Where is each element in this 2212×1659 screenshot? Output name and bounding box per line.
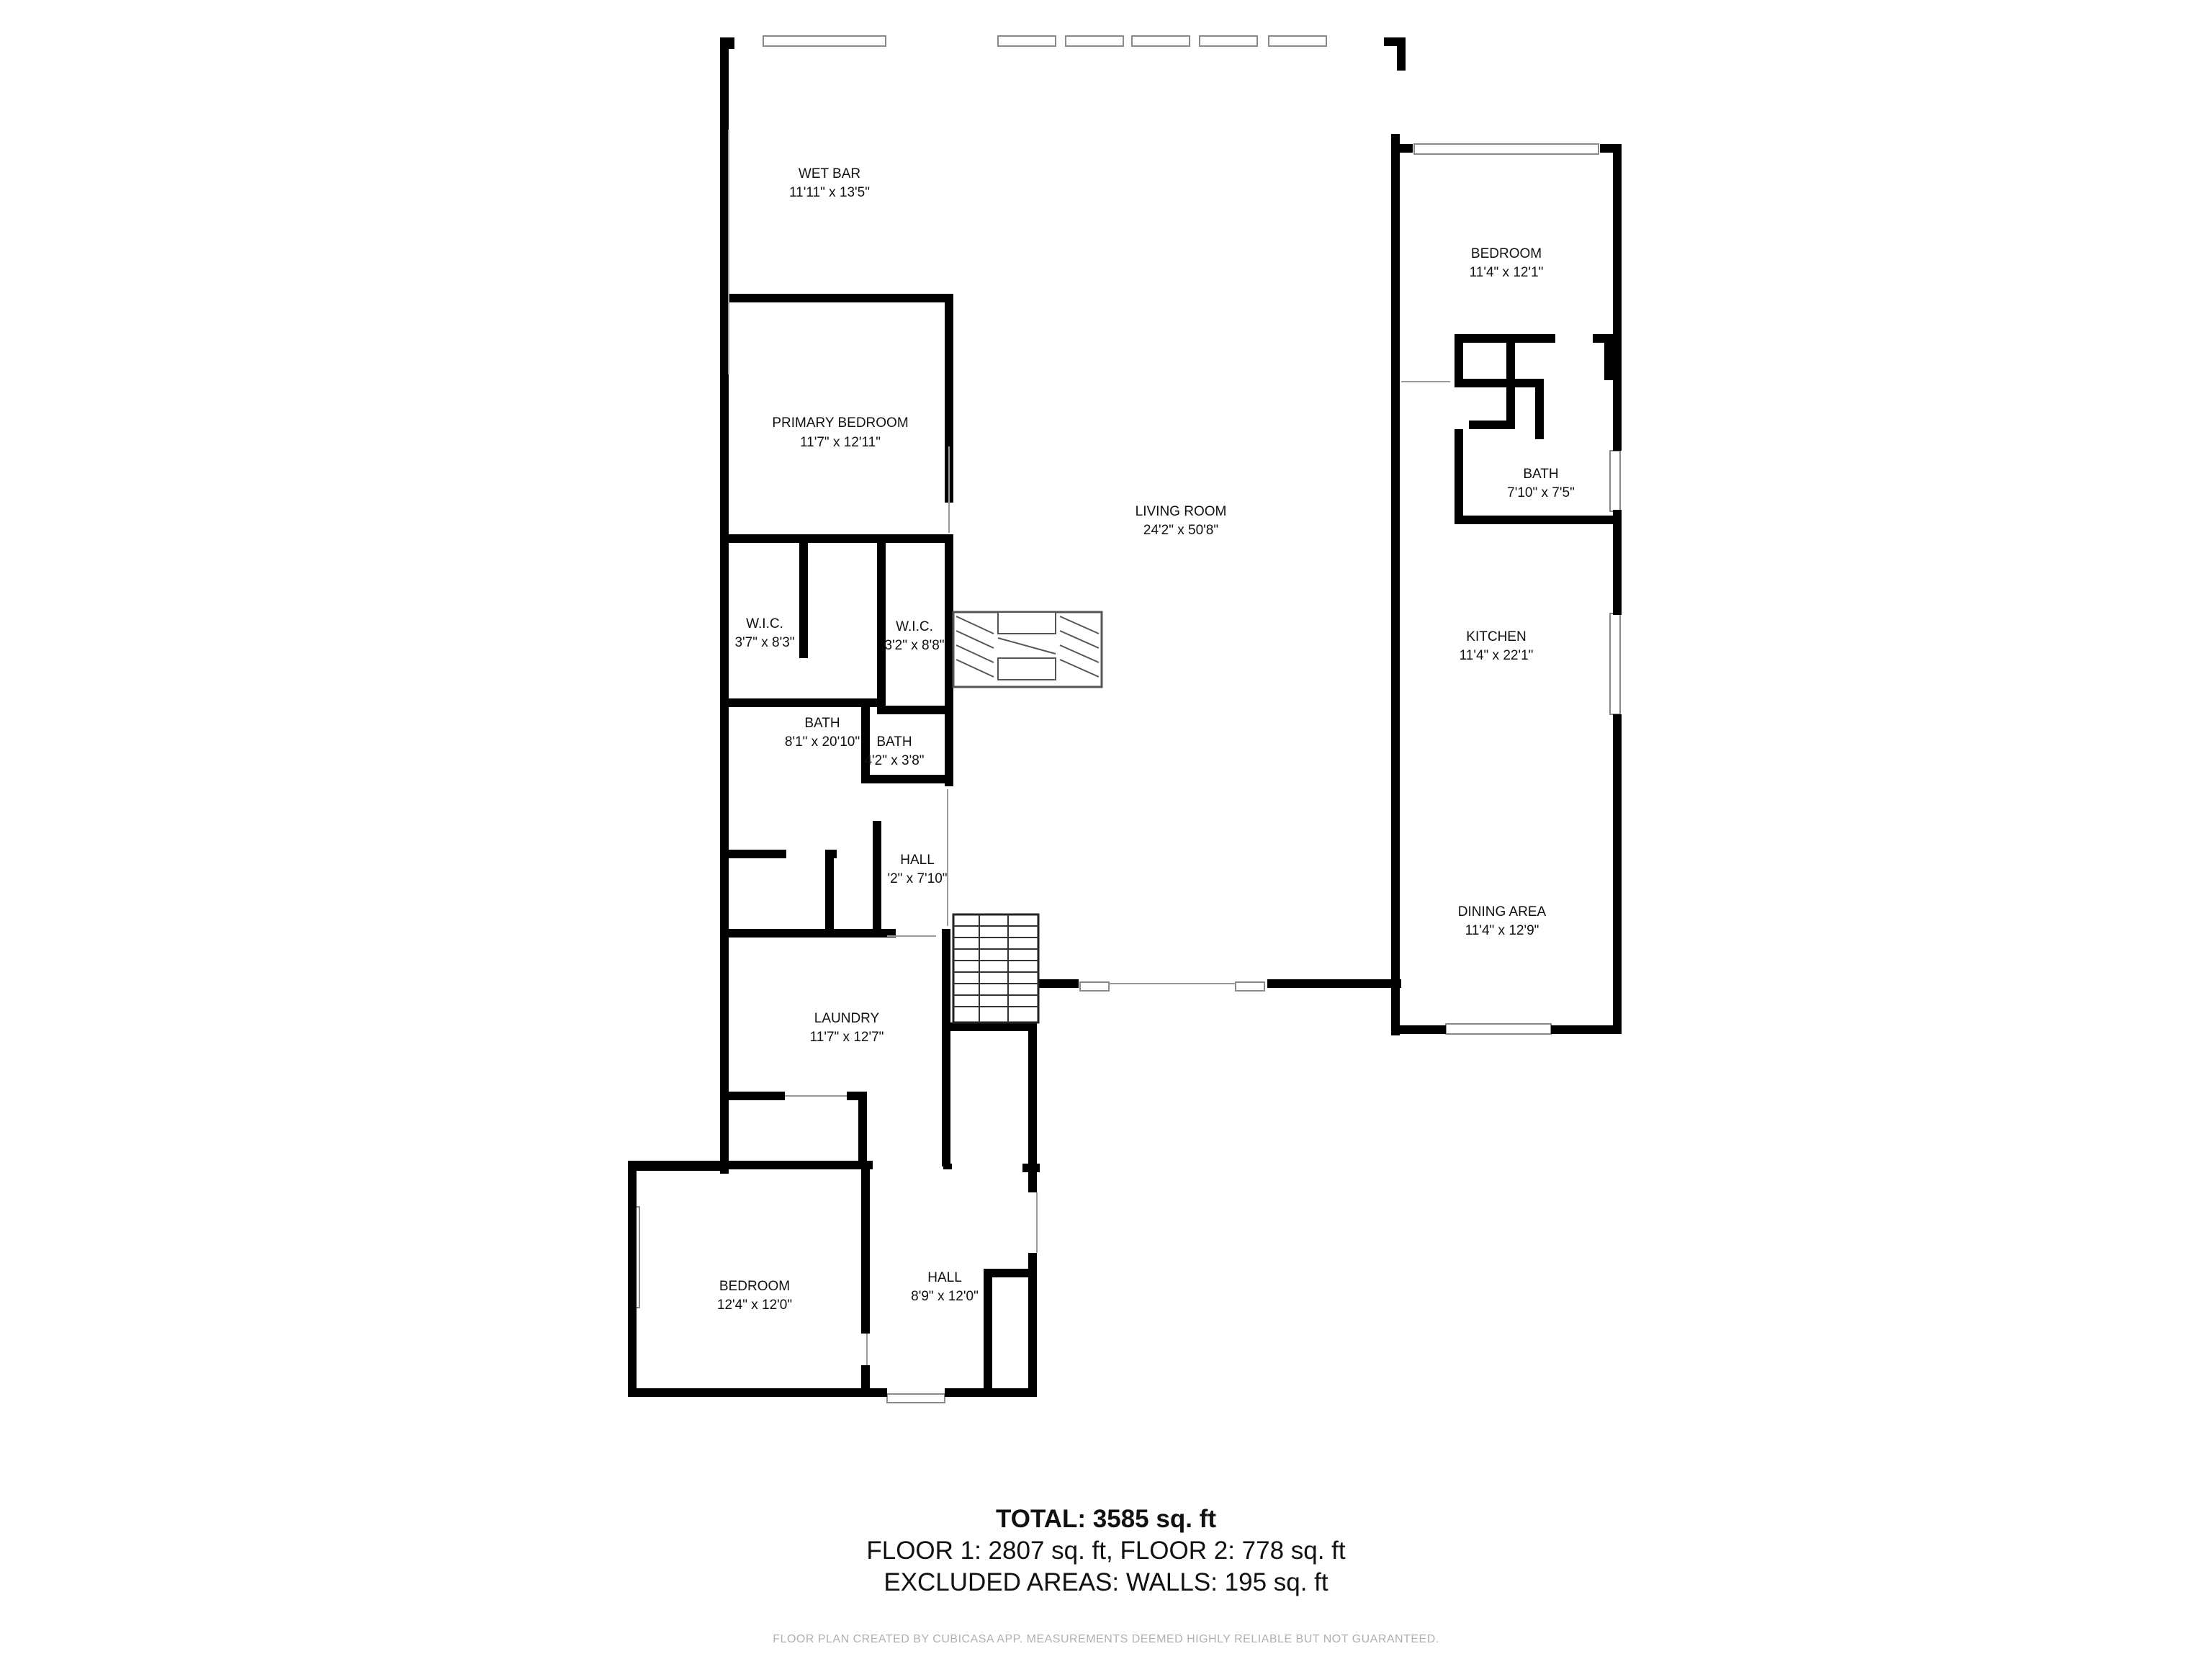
room-hall-lower-name: HALL: [927, 1270, 962, 1285]
window-bedroom-sw-bottom: [886, 1393, 945, 1403]
room-wet-bar-dims: 11'11" x 13'5": [789, 185, 870, 200]
window-top-6: [1268, 35, 1327, 47]
room-labels: WET BAR 11'11" x 13'5" PRIMARY BEDROOM 1…: [717, 166, 1575, 1313]
room-dining-name: DINING AREA: [1458, 904, 1547, 920]
room-kitchen-name: KITCHEN: [1466, 629, 1526, 644]
stairs: [952, 913, 1040, 1024]
room-bath-small-name: BATH: [876, 734, 912, 750]
window-kitchen: [1609, 613, 1621, 715]
windows: [629, 35, 1621, 1403]
window-living-south-2: [1235, 981, 1265, 992]
window-ne-bath: [1609, 450, 1621, 512]
room-primary-bedroom-dims: 11'7" x 12'11": [800, 435, 881, 450]
room-hall-upper-dims: '2" x 7'10": [887, 871, 947, 886]
area-summary: TOTAL: 3585 sq. ft FLOOR 1: 2807 sq. ft,…: [0, 1503, 2212, 1599]
room-wic-left-dims: 3'7" x 8'3": [734, 635, 794, 650]
room-wic-right-name: W.I.C.: [896, 619, 933, 634]
room-bath-primary-name: BATH: [804, 716, 840, 731]
room-primary-bedroom-name: PRIMARY BEDROOM: [772, 415, 908, 431]
room-laundry-dims: 11'7" x 12'7": [810, 1030, 884, 1045]
room-dining-dims: 11'4" x 12'9": [1465, 923, 1539, 938]
window-top-2: [997, 35, 1056, 47]
room-bath-ne-dims: 7'10" x 7'5": [1507, 485, 1575, 500]
door-markers: [728, 130, 1450, 1365]
room-bath-small-dims: 4'2" x 3'8": [864, 753, 924, 768]
fireplace: [952, 611, 1103, 688]
floor-areas: FLOOR 1: 2807 sq. ft, FLOOR 2: 778 sq. f…: [866, 1537, 1346, 1565]
room-living-dims: 24'2" x 50'8": [1143, 523, 1218, 538]
window-top-3: [1065, 35, 1124, 47]
window-dining: [1445, 1023, 1552, 1035]
room-kitchen-dims: 11'4" x 22'1": [1460, 648, 1534, 663]
room-hall-lower-dims: 8'9" x 12'0": [911, 1289, 979, 1304]
room-hall-upper-name: HALL: [900, 853, 935, 868]
room-wic-right-dims: 3'2" x 8'8": [884, 638, 944, 653]
room-laundry-name: LAUNDRY: [814, 1011, 880, 1026]
window-living-south: [1079, 981, 1110, 992]
room-bedroom-ne-dims: 11'4" x 12'1": [1470, 265, 1544, 280]
disclaimer-note: FLOOR PLAN CREATED BY CUBICASA APP. MEAS…: [773, 1633, 1439, 1645]
room-living-name: LIVING ROOM: [1136, 504, 1227, 519]
room-bedroom-ne-name: BEDROOM: [1471, 246, 1542, 261]
window-top-4: [1131, 35, 1190, 47]
window-ne-bedroom: [1413, 143, 1599, 155]
window-top-5: [1199, 35, 1258, 47]
room-wet-bar-name: WET BAR: [799, 166, 860, 181]
room-bedroom-sw-dims: 12'4" x 12'0": [717, 1298, 792, 1313]
total-area: TOTAL: 3585 sq. ft: [996, 1505, 1216, 1533]
excluded-areas: EXCLUDED AREAS: WALLS: 195 sq. ft: [884, 1568, 1328, 1596]
room-bath-primary-dims: 8'1" x 20'10": [785, 734, 860, 750]
room-bath-ne-name: BATH: [1523, 467, 1558, 482]
walls: [628, 37, 1622, 1397]
room-wic-left-name: W.I.C.: [746, 616, 783, 631]
room-bedroom-sw-name: BEDROOM: [719, 1279, 790, 1294]
window-top-1: [763, 35, 886, 47]
